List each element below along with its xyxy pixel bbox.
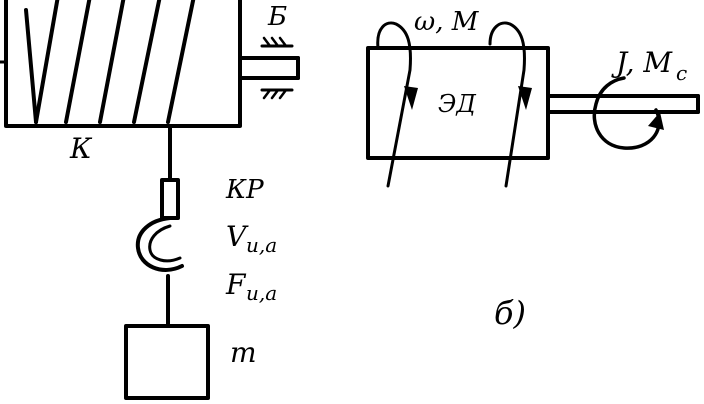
bearing-label: Б bbox=[267, 2, 287, 32]
motor-torque-label: ω, M bbox=[414, 7, 480, 37]
load-inertia-symbol: J, M bbox=[611, 46, 673, 79]
motor-shaft bbox=[546, 94, 700, 114]
hook-label: КР bbox=[225, 175, 264, 205]
velocity-symbol: V bbox=[226, 220, 249, 253]
bearing-symbol bbox=[260, 36, 294, 100]
load-inertia-subscript: c bbox=[676, 61, 687, 85]
load-mass bbox=[124, 324, 210, 400]
drum bbox=[4, 0, 242, 128]
motor-torque-arrow-left bbox=[376, 21, 418, 188]
force-symbol: F bbox=[225, 268, 247, 301]
motor-torque-arrow-right bbox=[488, 21, 532, 188]
hook-shank bbox=[160, 178, 180, 220]
hook bbox=[135, 178, 184, 272]
drum-winding bbox=[24, 0, 196, 124]
velocity-label: V и,а bbox=[226, 220, 277, 257]
drum-body bbox=[4, 0, 242, 128]
force-label: F и,а bbox=[225, 268, 277, 305]
load-inertia-label: J, M c bbox=[611, 46, 687, 85]
force-subscript: и,а bbox=[246, 281, 277, 305]
motor-body bbox=[366, 46, 550, 160]
part-b-label: б) bbox=[494, 294, 526, 332]
velocity-subscript: и,а bbox=[246, 233, 277, 257]
drum-shaft bbox=[238, 56, 300, 80]
drum-label: К bbox=[69, 132, 93, 165]
load-torque-arrow bbox=[592, 76, 664, 150]
mass-label: m bbox=[230, 336, 257, 369]
motor-label: ЭД bbox=[438, 90, 476, 118]
